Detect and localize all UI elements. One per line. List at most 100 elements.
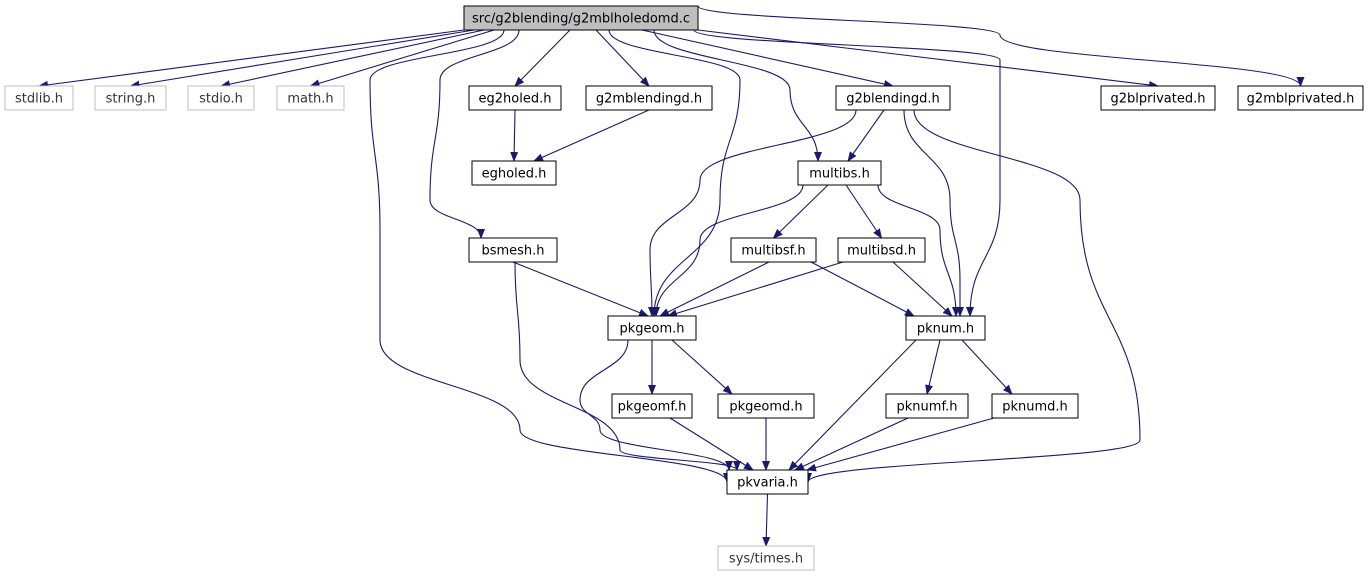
node-box-pknumf xyxy=(885,393,969,419)
node-label-egholed: egholed.h xyxy=(482,167,547,182)
node-label-multibs: multibs.h xyxy=(809,167,870,182)
node-box-g2mblprivated xyxy=(1237,85,1364,111)
node-box-pkgeomd xyxy=(717,393,815,419)
node-label-g2blendingd: g2blendingd.h xyxy=(846,92,940,107)
node-pknum[interactable]: pknum.h xyxy=(905,315,986,341)
node-box-pkgeom xyxy=(607,315,697,341)
edge-pkvaria-to-systimes xyxy=(762,493,771,547)
node-box-systimes xyxy=(717,545,815,571)
node-pkvaria[interactable]: pkvaria.h xyxy=(726,469,809,495)
node-label-pknumd: pknumd.h xyxy=(1002,400,1068,415)
node-systimes: sys/times.h xyxy=(717,545,815,571)
edge-root-to-g2blendingd xyxy=(641,29,894,88)
edge-pknum-to-pknumd xyxy=(961,339,1013,395)
node-bsmesh[interactable]: bsmesh.h xyxy=(468,237,558,263)
node-label-systimes: sys/times.h xyxy=(729,552,803,567)
edge-root-to-pknum xyxy=(693,29,1001,317)
edge-root-to-g2mblprivated xyxy=(697,5,1305,87)
node-label-multibsd: multibsd.h xyxy=(847,244,916,259)
edge-multibs-to-multibsd xyxy=(845,184,883,239)
node-box-egholed xyxy=(471,160,557,186)
node-box-pkvaria xyxy=(726,469,809,495)
node-label-multibsf: multibsf.h xyxy=(741,244,805,259)
node-label-g2blprivated: g2blprivated.h xyxy=(1111,92,1206,107)
node-label-string: string.h xyxy=(106,92,156,107)
node-box-pknum xyxy=(905,315,986,341)
edge-pkgeomf-to-pkvaria xyxy=(669,417,754,471)
edge-multibs-to-pkgeom xyxy=(652,184,804,317)
node-g2mblprivated[interactable]: g2mblprivated.h xyxy=(1237,85,1364,111)
node-box-pkgeomf xyxy=(611,393,693,419)
node-g2blprivated[interactable]: g2blprivated.h xyxy=(1100,85,1216,111)
edge-g2blendingd-to-pkvaria xyxy=(804,109,1141,483)
node-string: string.h xyxy=(94,85,167,111)
node-box-pknumd xyxy=(991,393,1079,419)
node-eg2holed[interactable]: eg2holed.h xyxy=(468,85,562,111)
edge-g2blendingd-to-multibs xyxy=(847,109,885,162)
node-pkgeomd[interactable]: pkgeomd.h xyxy=(717,393,815,419)
node-box-bsmesh xyxy=(468,237,558,263)
node-label-g2mblprivated: g2mblprivated.h xyxy=(1247,92,1355,107)
node-multibsd[interactable]: multibsd.h xyxy=(837,237,926,263)
node-label-pkgeomf: pkgeomf.h xyxy=(618,400,687,415)
node-g2blendingd[interactable]: g2blendingd.h xyxy=(835,85,951,111)
node-label-root: src/g2blending/g2mblholedomd.c xyxy=(472,12,690,27)
node-multibsf[interactable]: multibsf.h xyxy=(730,237,817,263)
node-label-stdlib: stdlib.h xyxy=(15,92,63,107)
edge-pkgeom-to-pkgeomd xyxy=(671,339,733,395)
node-multibs[interactable]: multibs.h xyxy=(797,160,882,186)
node-box-string xyxy=(94,85,167,111)
node-pkgeomf[interactable]: pkgeomf.h xyxy=(611,393,693,419)
node-label-bsmesh: bsmesh.h xyxy=(481,244,544,259)
node-box-g2blendingd xyxy=(835,85,951,111)
edge-root-to-g2mblendingd xyxy=(595,29,650,87)
edge-eg2holed-to-egholed xyxy=(510,109,519,162)
edge-pknumd-to-pkvaria xyxy=(806,417,995,472)
edge-root-to-eg2holed xyxy=(514,29,571,87)
node-box-stdio xyxy=(187,85,255,111)
node-box-stdlib xyxy=(4,85,74,111)
edge-multibs-to-pknum xyxy=(877,184,960,317)
edge-root-to-string xyxy=(129,29,475,89)
edge-root-to-pkgeom xyxy=(608,29,741,317)
node-label-pkgeomd: pkgeomd.h xyxy=(729,400,802,415)
node-stdio: stdio.h xyxy=(187,85,255,111)
node-root[interactable]: src/g2blending/g2mblholedomd.c xyxy=(463,5,699,31)
edge-g2blendingd-to-pkgeom xyxy=(647,109,857,317)
node-box-math xyxy=(276,85,345,111)
node-box-g2mblendingd xyxy=(585,85,713,111)
node-pknumd[interactable]: pknumd.h xyxy=(991,393,1079,419)
node-g2mblendingd[interactable]: g2mblendingd.h xyxy=(585,85,713,111)
node-pknumf[interactable]: pknumf.h xyxy=(885,393,969,419)
edge-bsmesh-to-pkgeom xyxy=(512,261,649,317)
node-label-stdio: stdio.h xyxy=(199,92,243,107)
node-label-g2mblendingd: g2mblendingd.h xyxy=(596,92,702,107)
edge-root-to-math xyxy=(309,29,495,88)
node-label-pknum: pknum.h xyxy=(917,322,974,337)
edge-root-to-pkvaria xyxy=(369,29,731,483)
edge-root-to-g2blprivated xyxy=(697,29,1159,89)
node-egholed[interactable]: egholed.h xyxy=(471,160,557,186)
edge-root-to-stdio xyxy=(220,29,485,89)
edge-g2blendingd-to-pknum xyxy=(903,109,964,317)
node-label-pkvaria: pkvaria.h xyxy=(737,476,798,491)
node-stdlib: stdlib.h xyxy=(4,85,74,111)
edge-pknum-to-pknumf xyxy=(925,339,941,395)
edge-root-to-bsmesh xyxy=(429,29,520,239)
edge-multibsd-to-pkgeom xyxy=(667,261,844,318)
node-box-g2blprivated xyxy=(1100,85,1216,111)
edge-multibsf-to-pknum xyxy=(810,261,915,317)
node-label-pkgeom: pkgeom.h xyxy=(619,322,684,337)
node-box-multibs xyxy=(797,160,882,186)
node-box-multibsf xyxy=(730,237,817,263)
edge-multibsf-to-pkgeom xyxy=(659,261,770,317)
edge-pkgeom-to-pkvaria xyxy=(579,339,733,471)
edge-g2mblendingd-to-egholed xyxy=(533,109,650,162)
edge-pknumf-to-pkvaria xyxy=(794,417,909,471)
node-label-math: math.h xyxy=(287,92,333,107)
edge-multibsd-to-pknum xyxy=(892,261,953,317)
node-pkgeom[interactable]: pkgeom.h xyxy=(607,315,697,341)
edge-root-to-stdlib xyxy=(38,29,465,89)
node-math: math.h xyxy=(276,85,345,111)
